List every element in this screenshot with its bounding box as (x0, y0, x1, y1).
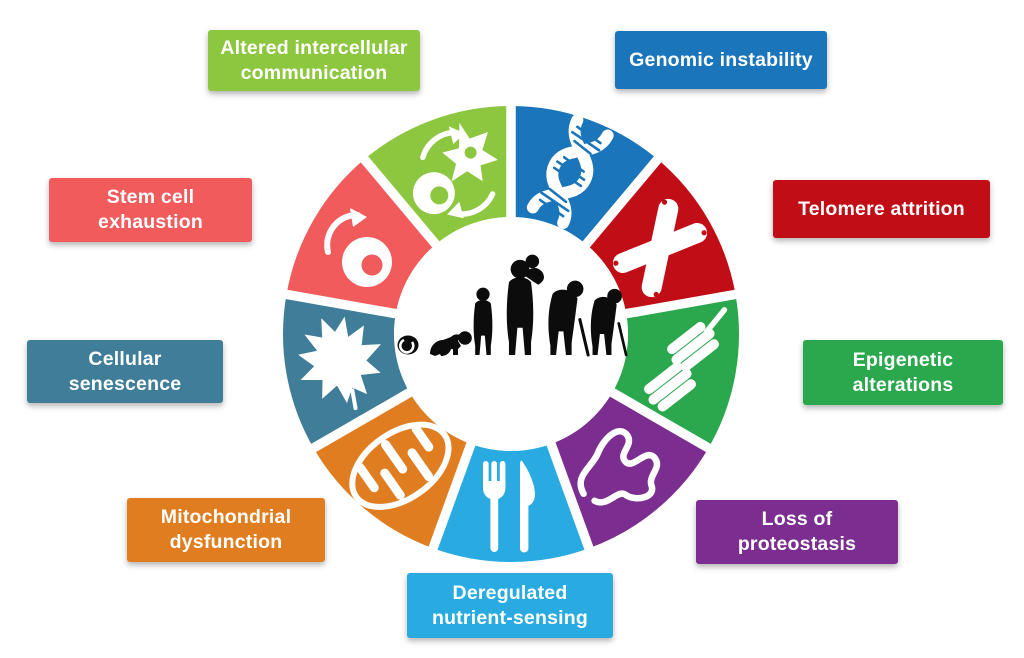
segment-gap (577, 150, 667, 254)
label-epigenetic-alterations: Epigenetic alterations (803, 340, 1003, 405)
cell-communication-icon (412, 122, 498, 219)
cell-cycle-icon (324, 208, 392, 287)
label-cellular-senescence: Cellular senescence (27, 340, 223, 403)
fork-knife-icon (483, 460, 535, 553)
label-altered-intercellular-communication: Altered intercellular communication (208, 30, 420, 91)
dna-icon (526, 114, 614, 229)
human-aging-silhouettes (397, 254, 628, 357)
segment-deregulated-nutrient-sensing (433, 443, 589, 562)
segment-loss-of-proteostasis (551, 392, 709, 549)
label-loss-of-proteostasis: Loss of proteostasis (696, 500, 898, 564)
segment-stem-cell-exhaustion (286, 159, 436, 314)
chromosome-icon (612, 198, 708, 298)
segment-gap (543, 434, 597, 558)
maple-leaf-icon (298, 316, 381, 411)
protein-icon (577, 428, 661, 506)
segment-gap (425, 434, 479, 558)
segment-gap (277, 288, 405, 320)
label-stem-cell-exhaustion: Stem cell exhaustion (49, 178, 252, 242)
label-deregulated-nutrient-sensing: Deregulated nutrient-sensing (407, 573, 613, 638)
mitochondria-icon (349, 421, 452, 510)
label-telomere-attrition: Telomere attrition (773, 180, 990, 238)
segment-gap (304, 384, 419, 457)
segment-gap (603, 384, 718, 457)
label-genomic-instability: Genomic instability (615, 31, 827, 89)
label-mitochondrial-dysfunction: Mitochondrial dysfunction (127, 498, 325, 562)
nucleosome-icon (644, 307, 728, 412)
segment-mitochondrial-dysfunction (313, 392, 471, 549)
segment-gap (355, 150, 445, 254)
segment-gap (617, 288, 745, 320)
